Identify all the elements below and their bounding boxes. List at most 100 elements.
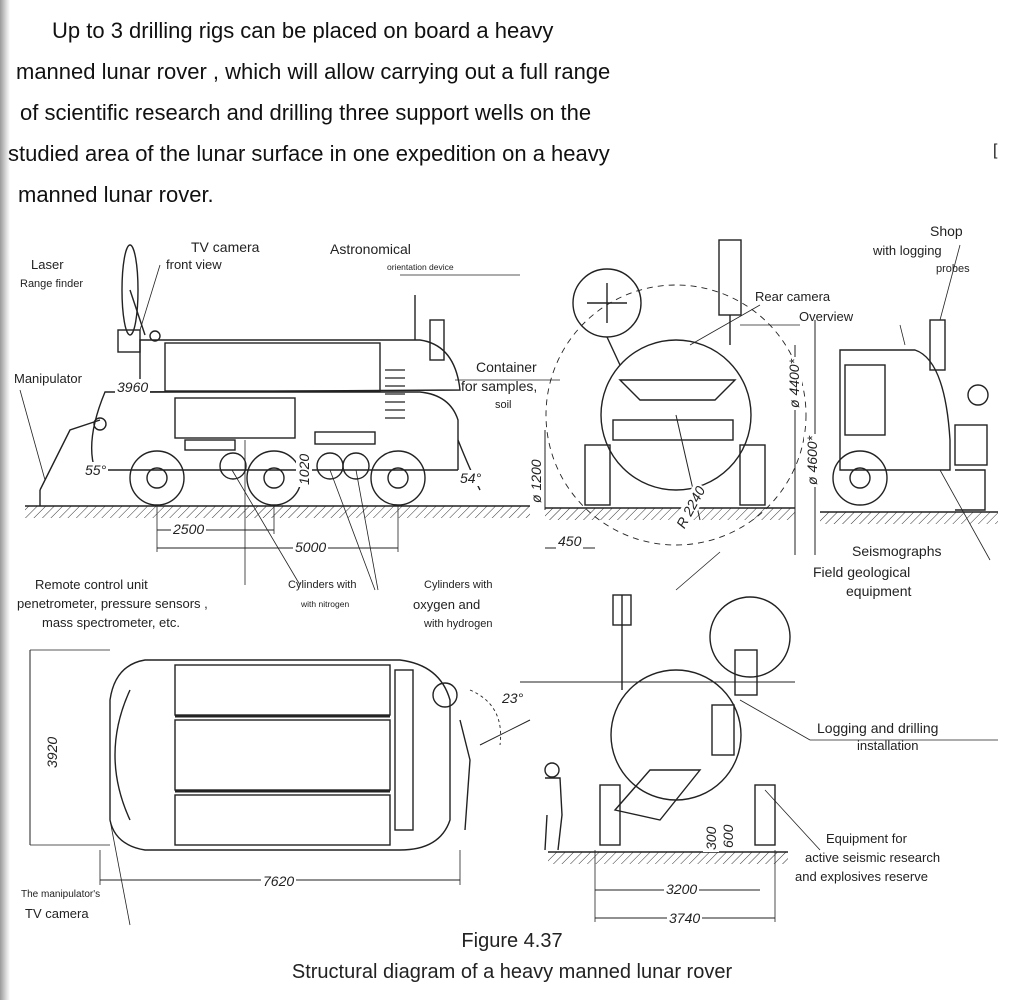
- label-manipulators: The manipulator's: [21, 889, 101, 900]
- label-equipment: equipment: [846, 583, 912, 599]
- seismograph-box: [954, 424, 988, 466]
- label-overview: Overview: [799, 309, 854, 324]
- ground-hatch-front: [545, 508, 795, 520]
- label-container: Container: [476, 359, 537, 375]
- astronaut-helmet: [544, 762, 560, 778]
- hull-top: [109, 659, 451, 851]
- dim-300: 300: [703, 824, 719, 852]
- dim-2500: 2500: [171, 521, 207, 537]
- drill-wheel-left: [599, 784, 621, 846]
- angle-54: 54°: [458, 470, 484, 486]
- manipulator-arm: [39, 419, 101, 491]
- label-field-geological: Field geological: [813, 564, 911, 580]
- drill-equipment: [711, 704, 735, 756]
- solar-panel-top-1: [174, 664, 391, 716]
- astronaut-body: [544, 777, 563, 851]
- leaders-side: [19, 264, 560, 591]
- drill-wheel-right: [754, 784, 776, 846]
- dim-3200: 3200: [664, 881, 700, 897]
- hull-rear: [839, 349, 951, 471]
- page-binding-shadow: [0, 0, 10, 1000]
- angle-55: 55°: [83, 462, 109, 478]
- figure-caption: Structural diagram of a heavy manned lun…: [291, 961, 733, 983]
- solar-panel-top-3: [174, 794, 391, 846]
- antenna-dish-drill: [709, 596, 791, 678]
- label-explosives-reserve: and explosives reserve: [795, 869, 928, 884]
- hull-front: [600, 339, 752, 491]
- paragraph-line: Up to 3 drilling rigs can be placed on b…: [52, 18, 554, 43]
- leaders-front: [689, 304, 800, 346]
- label-cylinders-with-2: Cylinders with: [424, 579, 493, 591]
- front-wheel-right: [739, 444, 766, 506]
- side-view: [19, 244, 560, 591]
- turning-radius-circle: [545, 284, 807, 546]
- solar-panel-side: [164, 342, 381, 392]
- ground-hatch-rear: [820, 512, 998, 524]
- label-laser: Laser: [31, 257, 64, 272]
- angle-23: 23°: [500, 690, 526, 706]
- hull-upper: [139, 339, 461, 393]
- paragraph-line: manned lunar rover.: [18, 182, 214, 207]
- camera-lens: [149, 330, 161, 342]
- side-wheels: [129, 450, 426, 506]
- label-with-logging: with logging: [873, 243, 942, 258]
- front-view: [544, 239, 816, 555]
- label-probes: probes: [936, 263, 970, 275]
- logging-shop: [929, 319, 946, 371]
- rear-bumper: [457, 439, 481, 491]
- label-penetrometer: penetrometer, pressure sensors ,: [17, 596, 208, 611]
- access-ladder: [613, 769, 702, 821]
- label-seismographs: Seismographs: [852, 543, 942, 559]
- angle-23-line: [479, 719, 531, 746]
- rear-dish-top: [432, 682, 458, 708]
- dim-1200: ø 1200: [528, 457, 544, 505]
- rear-tower: [429, 319, 445, 361]
- dim-4400: ø 4400*: [786, 356, 802, 410]
- top-view: [29, 649, 531, 926]
- solar-panel-front: [718, 239, 742, 316]
- drilling-view: [520, 551, 998, 922]
- antenna-mast: [129, 289, 146, 336]
- dim-3920: 3920: [44, 734, 60, 770]
- cylinder-box: [314, 431, 376, 445]
- dim-4600: ø 4600*: [804, 433, 820, 487]
- astronaut-rear: [967, 384, 989, 406]
- label-shop: Shop: [930, 223, 963, 239]
- rear-compartment: [844, 364, 886, 436]
- manipulator-joint: [93, 417, 107, 431]
- label-active-seismic: active seismic research: [805, 850, 941, 865]
- front-window: [618, 379, 737, 401]
- dim-3960: 3960: [115, 379, 151, 395]
- label-tv-camera: TV camera: [191, 239, 260, 255]
- label-orientation-device: orientation device: [387, 262, 454, 272]
- label-rear-camera: Rear camera: [755, 289, 831, 304]
- label-logging-drilling: Logging and drilling: [817, 720, 939, 736]
- stray-mark: [: [993, 142, 998, 159]
- rear-fins-top: [394, 669, 414, 831]
- ground-hatch: [25, 506, 530, 518]
- laser-rangefinder-box: [117, 329, 141, 353]
- radiator-fins: [385, 369, 405, 419]
- dim-5000: 5000: [293, 539, 329, 555]
- paragraph-line: manned lunar rover , which will allow ca…: [16, 59, 611, 84]
- label-with-nitrogen: with nitrogen: [301, 599, 350, 609]
- label-installation: installation: [857, 738, 919, 753]
- label-cylinders-with: Cylinders with: [288, 579, 357, 591]
- equipment-rack: [955, 469, 986, 511]
- paragraph-line: studied area of the lunar surface in one…: [8, 141, 610, 166]
- label-mass-spectrometer: mass spectrometer, etc.: [42, 615, 180, 630]
- hull-drill: [610, 669, 742, 801]
- label-oxygen-and: oxygen and: [413, 597, 481, 612]
- figure-number: Figure 4.37: [461, 930, 563, 952]
- intro-paragraph: Up to 3 drilling rigs can be placed on b…: [8, 10, 848, 215]
- label-soil: soil: [495, 399, 512, 411]
- dim-7620: 7620: [261, 873, 297, 889]
- label-manipulator: Manipulator: [14, 371, 82, 386]
- label-manipulator-tv-camera: TV camera: [25, 906, 89, 921]
- control-unit-box: [184, 439, 236, 451]
- label-front-view: front view: [166, 257, 222, 272]
- antenna-dish-side: [121, 244, 139, 336]
- front-arc-top: [114, 689, 131, 821]
- ground-hatch-drill: [548, 852, 788, 864]
